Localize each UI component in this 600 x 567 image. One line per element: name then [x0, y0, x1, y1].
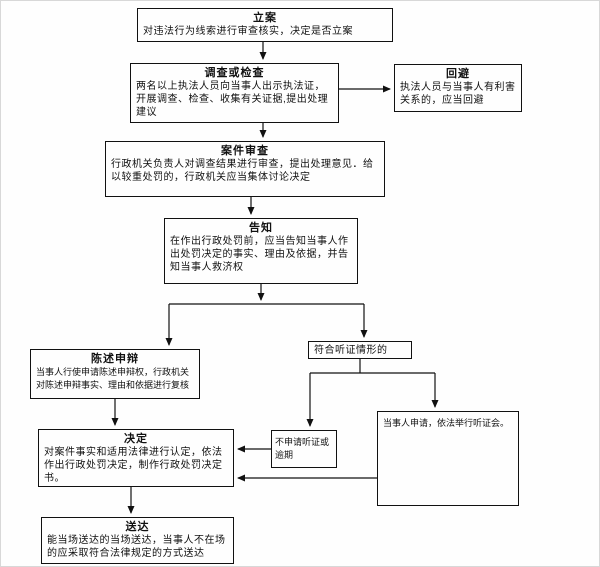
flow-node-notification: 告知 在作出行政处罚前，应当告知当事人作出处罚决定的事实、理由及依据，并告知当事…: [164, 218, 358, 284]
node-body: 能当场送达的当场送达，当事人不在场的应采取符合法律规定的方式送达: [47, 535, 226, 559]
node-body: 对案件事实和适用法律进行认定，依法作出行政处罚决定，制作行政处罚决定书。: [44, 447, 223, 484]
flow-node-statement-defense: 陈述申辩 当事人行使申请陈述申辩权，行政机关对陈述申辩事实、理由和依据进行复核: [30, 349, 200, 399]
flow-node-recusal: 回避 执法人员与当事人有利害关系的，应当回避: [394, 64, 522, 112]
node-body: 当事人申请，依法举行听证会。: [383, 418, 510, 428]
flow-node-no-hearing-request: 不申请听证或逾期: [271, 430, 337, 468]
node-title: 告知: [249, 222, 273, 234]
flow-node-hearing-held: 当事人申请，依法举行听证会。: [377, 411, 519, 506]
flow-node-hearing-condition: 符合听证情形的: [308, 341, 412, 359]
node-title: 陈述申辩: [91, 353, 139, 365]
node-title: 案件审查: [221, 145, 269, 157]
node-title: 调查或检查: [204, 67, 265, 79]
flow-node-case-review: 案件审查 行政机关负责人对调查结果进行审查，提出处理意见．给以较重处罚的，行政机…: [105, 141, 385, 197]
flow-node-investigation: 调查或检查 两名以上执法人员向当事人出示执法证，开展调查、检查、收集有关证据,提…: [130, 63, 339, 123]
flow-node-filing: 立案 对违法行为线索进行审查核实，决定是否立案: [137, 8, 393, 42]
node-title: 立案: [253, 12, 277, 24]
node-body: 在作出行政处罚前，应当告知当事人作出处罚决定的事实、理由及依据，并告知当事人救济…: [170, 236, 349, 273]
node-body: 当事人行使申请陈述申辩权，行政机关对陈述申辩事实、理由和依据进行复核: [36, 367, 190, 390]
flow-node-decision: 决定 对案件事实和适用法律进行认定，依法作出行政处罚决定，制作行政处罚决定书。: [38, 429, 234, 487]
node-body: 行政机关负责人对调查结果进行审查，提出处理意见．给以较重处罚的，行政机关应当集体…: [111, 159, 374, 183]
node-body: 两名以上执法人员向当事人出示执法证，开展调查、检查、收集有关证据,提出处理建议: [136, 81, 329, 118]
node-body: 不申请听证或逾期: [275, 437, 330, 460]
node-title: 回避: [446, 68, 470, 80]
node-body: 符合听证情形的: [314, 345, 388, 356]
flow-node-service-delivery: 送达 能当场送达的当场送达，当事人不在场的应采取符合法律规定的方式送达: [41, 517, 234, 564]
node-body: 执法人员与当事人有利害关系的，应当回避: [400, 82, 516, 106]
node-title: 送达: [125, 521, 150, 533]
node-body: 对违法行为线索进行审查核实，决定是否立案: [143, 26, 353, 37]
node-title: 决定: [124, 433, 148, 445]
